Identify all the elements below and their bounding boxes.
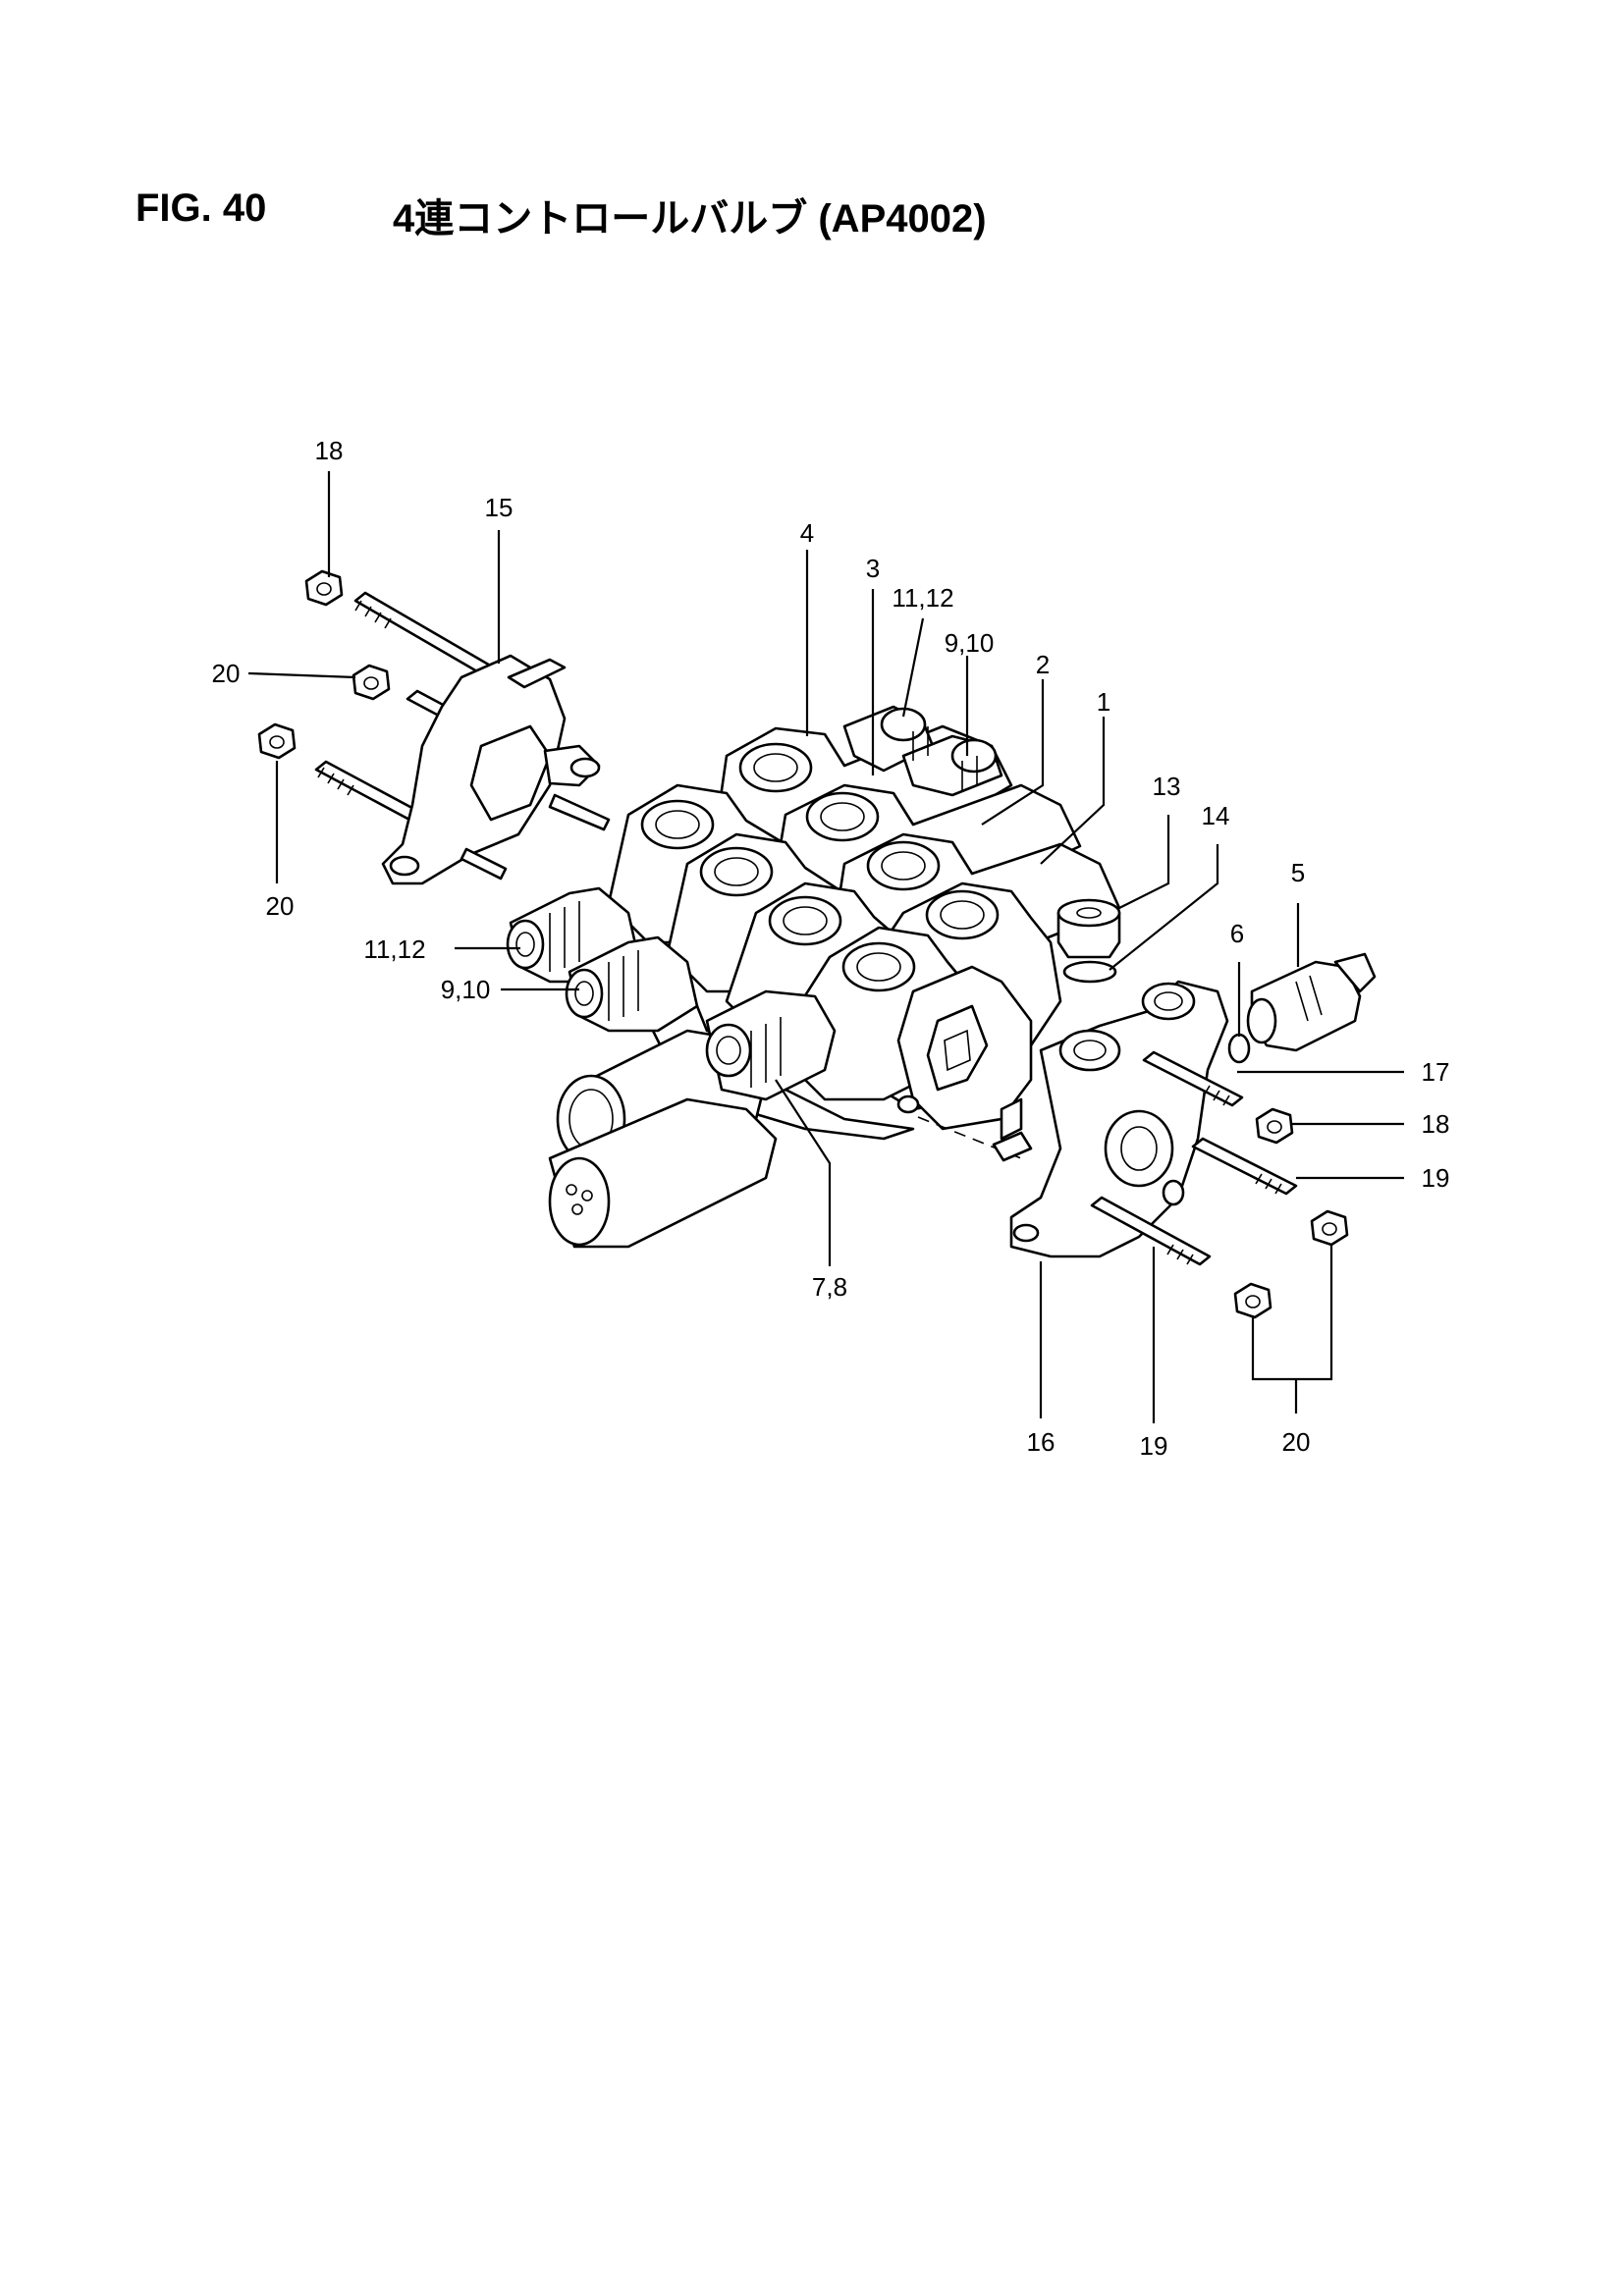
callout-2: 2: [1036, 650, 1050, 679]
inlet-cover-part: [1000, 980, 1229, 1258]
callout-17: 17: [1422, 1057, 1450, 1087]
figure-number: FIG. 40: [135, 187, 267, 230]
callout-20-left-lower: 20: [266, 891, 295, 921]
relief-valve-5: [1246, 952, 1377, 1052]
callout-16: 16: [1027, 1427, 1056, 1457]
spool-cap-upper-right: [842, 705, 1003, 797]
callout-9-10-top: 9,10: [945, 628, 995, 658]
callout-20-left-upper: 20: [212, 659, 241, 688]
callout-9-10-left: 9,10: [441, 975, 491, 1004]
callout-3: 3: [866, 554, 880, 583]
hex-nut-20-right-lower: [1233, 1282, 1272, 1319]
o-ring-6: [1227, 1033, 1251, 1064]
callout-5: 5: [1291, 858, 1305, 887]
tie-stud-19-upper: [1191, 1137, 1298, 1196]
mount-bracket-part: [314, 591, 611, 885]
valve-section-stack: [607, 724, 1121, 1141]
callout-19-bottom: 19: [1140, 1431, 1168, 1461]
hex-nut-20-right-upper: [1310, 1209, 1349, 1247]
callout-11-12-left: 11,12: [363, 934, 425, 964]
callout-labels: 18 15 4 3 11,12 9,10 2 1 20 20 13 14 5 6…: [212, 436, 1450, 1461]
hex-nut-18-left: [304, 569, 344, 607]
tie-stud-17: [1142, 1050, 1244, 1107]
callout-7-8: 7,8: [812, 1272, 847, 1302]
callout-4: 4: [800, 518, 814, 548]
spool-cap-front-left: [506, 886, 699, 1033]
plug-13: [1056, 898, 1121, 959]
spool-actuator-front: [548, 989, 837, 1249]
callout-11-12-top: 11,12: [892, 583, 953, 613]
callout-13: 13: [1153, 772, 1181, 801]
hex-nut-20-left-upper: [352, 664, 391, 701]
callout-19-right: 19: [1422, 1163, 1450, 1193]
tie-stud-19-lower: [1090, 1196, 1212, 1266]
figure-title: 4連コントロールバルブ (AP4002): [393, 197, 987, 240]
callout-6: 6: [1230, 919, 1244, 948]
callout-14: 14: [1202, 801, 1230, 830]
callout-20-bottom: 20: [1282, 1427, 1311, 1457]
callout-15: 15: [485, 493, 514, 522]
hex-nut-18-right: [1255, 1107, 1294, 1145]
o-ring-14: [1062, 960, 1117, 984]
hex-nut-20-left-lower: [257, 722, 297, 760]
callout-18-right: 18: [1422, 1109, 1450, 1139]
callout-1: 1: [1097, 687, 1110, 717]
callout-18-top-left: 18: [315, 436, 344, 465]
leader-lines: [247, 471, 1404, 1423]
